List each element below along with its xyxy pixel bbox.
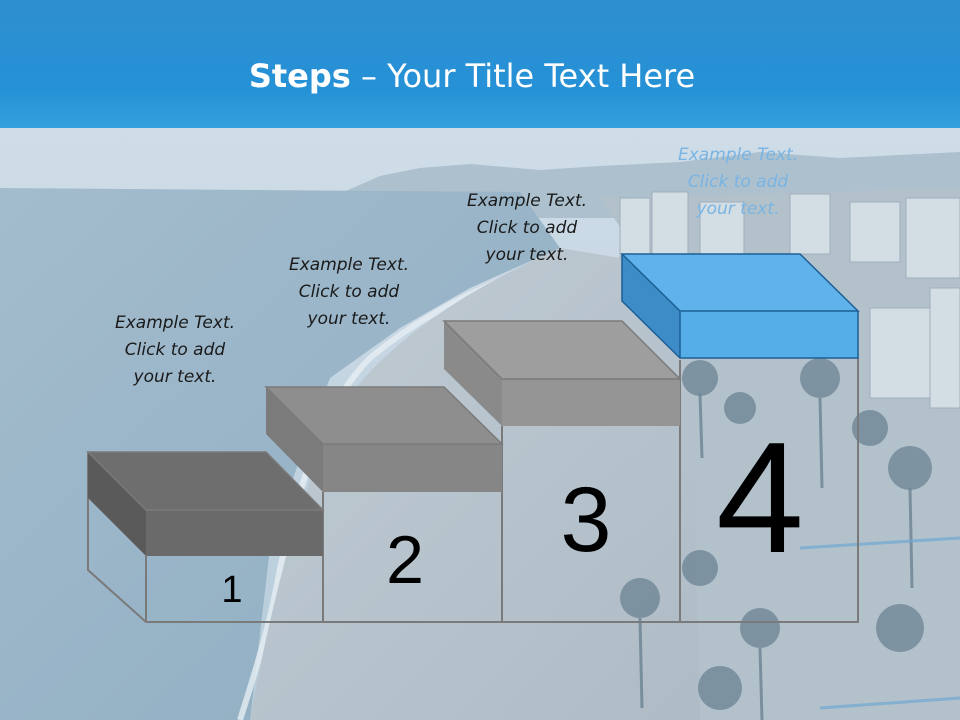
caption-line: your text. bbox=[696, 199, 780, 219]
caption-line: Example Text. bbox=[288, 255, 410, 275]
step-2-block[interactable] bbox=[264, 386, 504, 492]
step-1-block[interactable] bbox=[86, 451, 325, 556]
caption-line: Click to add bbox=[298, 282, 400, 302]
caption-line: Example Text. bbox=[466, 191, 588, 211]
step-3-number: 3 bbox=[560, 469, 612, 571]
caption-line: Example Text. bbox=[677, 145, 799, 165]
step-3-caption[interactable]: Example Text. Click to add your text. bbox=[442, 188, 612, 269]
caption-line: your text. bbox=[307, 309, 391, 329]
title-rest-text: – Your Title Text Here bbox=[350, 57, 696, 95]
caption-line: your text. bbox=[485, 245, 569, 265]
step-4-number: 4 bbox=[716, 410, 804, 586]
caption-line: Example Text. bbox=[114, 313, 236, 333]
caption-line: Click to add bbox=[687, 172, 789, 192]
step-4-caption[interactable]: Example Text. Click to add your text. bbox=[653, 142, 823, 223]
step-2-number: 2 bbox=[386, 522, 424, 598]
step-1-caption[interactable]: Example Text. Click to add your text. bbox=[90, 310, 260, 391]
slide-title[interactable]: Steps – Your Title Text Here bbox=[0, 56, 944, 96]
step-1-number: 1 bbox=[221, 569, 243, 611]
caption-line: Click to add bbox=[124, 340, 226, 360]
step-2-caption[interactable]: Example Text. Click to add your text. bbox=[264, 252, 434, 333]
step-3-block[interactable] bbox=[442, 320, 682, 426]
caption-line: your text. bbox=[133, 367, 217, 387]
step-4-block[interactable] bbox=[620, 253, 860, 359]
step-front-edges bbox=[145, 360, 681, 622]
title-bar: Steps – Your Title Text Here bbox=[0, 0, 960, 128]
title-bold-word: Steps bbox=[248, 57, 351, 95]
caption-line: Click to add bbox=[476, 218, 578, 238]
